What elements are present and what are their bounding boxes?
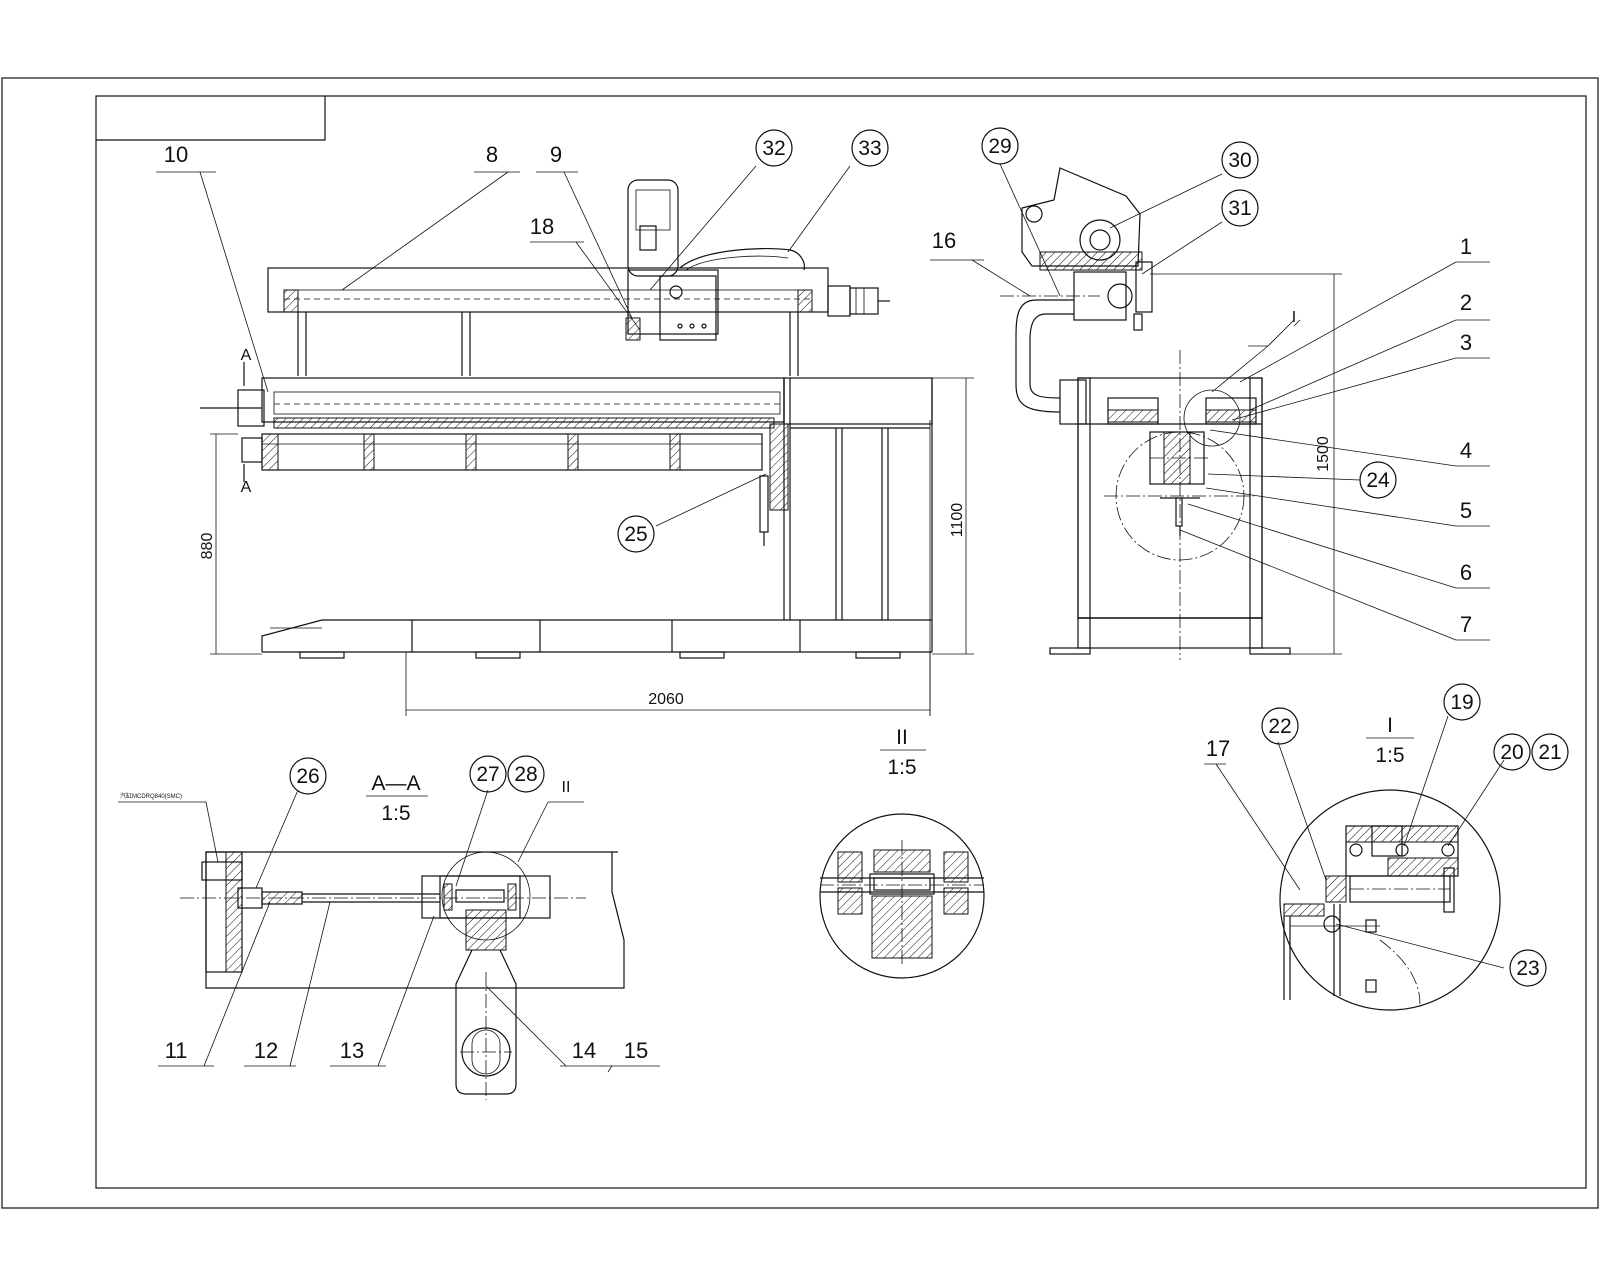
bubble-label-20: 20 bbox=[1500, 741, 1523, 764]
part-label-3: 3 bbox=[1460, 330, 1472, 355]
part-label-11: 11 bbox=[165, 1038, 188, 1063]
bubble-label-28: 28 bbox=[514, 763, 537, 786]
dimension-1100: 1100 bbox=[949, 503, 966, 538]
section-mark-a-top: A bbox=[241, 347, 252, 364]
part-label-4: 4 bbox=[1460, 438, 1472, 463]
part-label-7: 7 bbox=[1460, 612, 1472, 637]
section-aa-title: A—A bbox=[371, 772, 420, 795]
bubble-label-21: 21 bbox=[1538, 741, 1561, 764]
view-title-group: A—A 1:5 II 1:5 I 1:5 汽缸MCDRQ840(SMC) bbox=[120, 714, 1405, 825]
detail-ii-title: II bbox=[896, 726, 908, 749]
bubble-label-26: 26 bbox=[296, 765, 319, 788]
bubble-label-30: 30 bbox=[1228, 149, 1251, 172]
detail-i-scale: 1:5 bbox=[1375, 744, 1404, 767]
detail-i-view bbox=[1279, 789, 1501, 1011]
part-label-13: 13 bbox=[340, 1038, 364, 1063]
dimension-880: 880 bbox=[199, 533, 216, 560]
bubble-label-22: 22 bbox=[1268, 715, 1291, 738]
part-label-2: 2 bbox=[1460, 290, 1472, 315]
dimension-1500: 1500 bbox=[1315, 436, 1332, 472]
bubble-label-23: 23 bbox=[1516, 957, 1539, 980]
detail-ii-mark: II bbox=[562, 779, 571, 796]
part-label-6: 6 bbox=[1460, 560, 1472, 585]
bubble-label-group: 18 32 33 29 30 31 24 25 26 27 28 22 19 2… bbox=[296, 135, 1561, 980]
bubble-label-18: 18 bbox=[530, 214, 554, 239]
front-view bbox=[200, 179, 974, 716]
detail-ii-scale: 1:5 bbox=[887, 756, 916, 779]
side-view bbox=[1000, 167, 1342, 660]
section-aa-view bbox=[180, 851, 625, 1100]
sheet-frame bbox=[1, 77, 1599, 1209]
detail-i-title: I bbox=[1387, 714, 1393, 737]
part-label-14: 14 bbox=[572, 1038, 596, 1063]
part-label-5: 5 bbox=[1460, 498, 1472, 523]
part-label-8: 8 bbox=[486, 142, 498, 167]
dimension-2060: 2060 bbox=[648, 691, 684, 708]
part-label-15: 15 bbox=[624, 1038, 648, 1063]
part-label-10: 10 bbox=[164, 142, 188, 167]
part-label-17: 17 bbox=[1206, 736, 1230, 761]
dimension-label-group: 880 1100 1500 2060 bbox=[199, 436, 1332, 708]
bubble-label-32: 32 bbox=[762, 137, 785, 160]
part-label-1: 1 bbox=[1460, 234, 1472, 259]
cylinder-spec-note: 汽缸MCDRQ840(SMC) bbox=[120, 792, 182, 800]
bubble-label-33: 33 bbox=[858, 137, 881, 160]
part-label-group: 10 8 9 16 1 2 3 4 5 6 7 11 12 13 14 15 1… bbox=[164, 142, 1472, 1063]
bubble-label-25: 25 bbox=[624, 523, 647, 546]
bubble-label-19: 19 bbox=[1450, 691, 1473, 714]
section-mark-a-bottom: A bbox=[241, 479, 252, 496]
part-label-16: 16 bbox=[932, 228, 956, 253]
section-mark-group: A A I II bbox=[241, 309, 1297, 796]
detail-i-mark: I bbox=[1292, 309, 1296, 326]
section-aa-scale: 1:5 bbox=[381, 802, 410, 825]
bubble-label-27: 27 bbox=[476, 763, 499, 786]
part-label-12: 12 bbox=[254, 1038, 278, 1063]
leader-lines bbox=[118, 163, 1505, 1073]
detail-ii-view bbox=[819, 813, 985, 979]
bubble-label-29: 29 bbox=[988, 135, 1011, 158]
bubble-label-24: 24 bbox=[1366, 469, 1390, 492]
bubble-circles bbox=[289, 127, 1569, 987]
bubble-label-31: 31 bbox=[1228, 197, 1251, 220]
part-label-9: 9 bbox=[550, 142, 562, 167]
